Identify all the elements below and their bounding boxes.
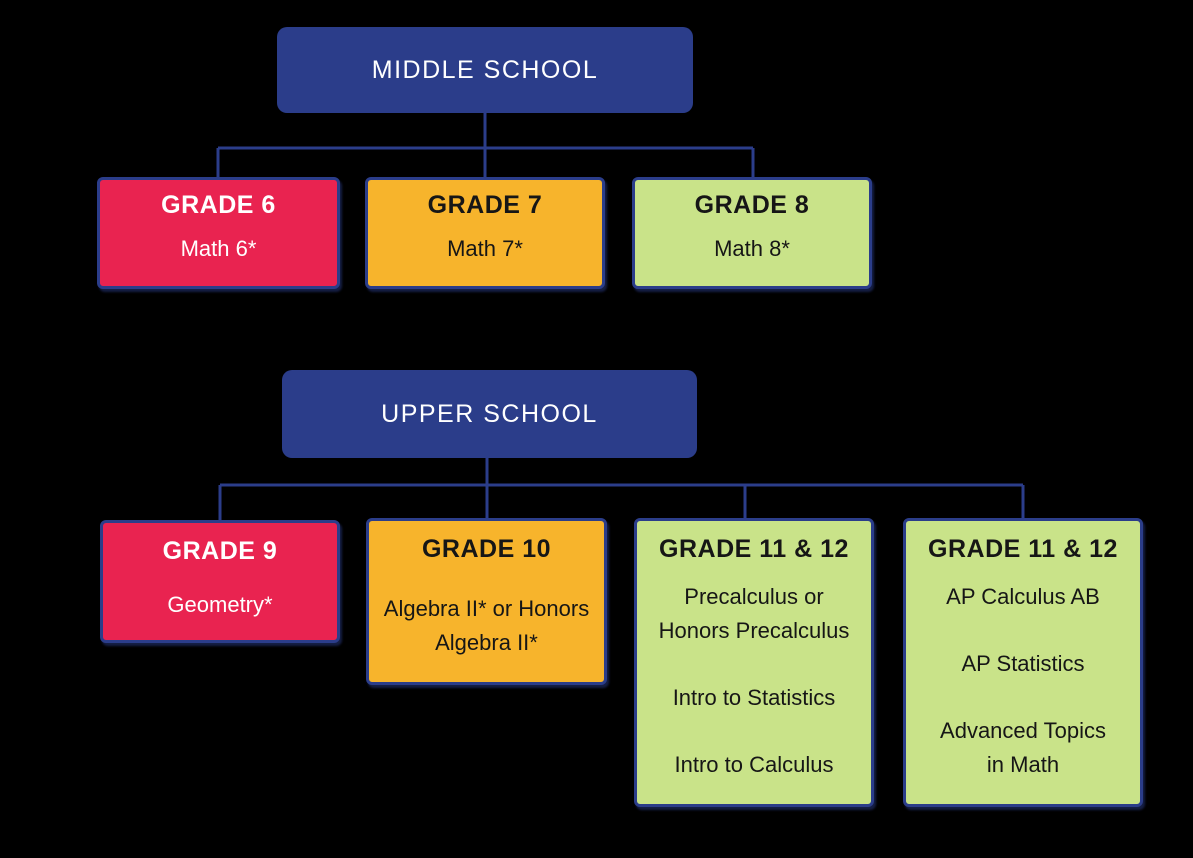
upper-school-header-label: UPPER SCHOOL (381, 399, 598, 428)
grade-11-12-box-b: GRADE 11 & 12 AP Calculus AB AP Statisti… (903, 518, 1143, 807)
course-advanced-topics: Advanced Topics in Math (940, 718, 1106, 777)
grade-7-courses: Math 7* (368, 232, 602, 266)
grade-11-12-a-courses: Precalculus or Honors Precalculus Intro … (637, 580, 871, 782)
course-math-7: Math 7* (447, 236, 523, 261)
grade-8-box: GRADE 8 Math 8* (632, 177, 872, 289)
grade-9-box: GRADE 9 Geometry* (100, 520, 340, 643)
course-math-6: Math 6* (180, 236, 257, 261)
middle-school-header-label: MIDDLE SCHOOL (371, 55, 599, 84)
grade-8-courses: Math 8* (635, 232, 869, 266)
grade-7-title: GRADE 7 (427, 191, 543, 219)
middle-school-header: MIDDLE SCHOOL (277, 27, 693, 113)
grade-6-box: GRADE 6 Math 6* (97, 177, 340, 289)
grade-9-title: GRADE 9 (162, 537, 278, 565)
course-math-8: Math 8* (714, 236, 790, 261)
grade-11-12-b-title: GRADE 11 & 12 (928, 535, 1118, 563)
grade-9-courses: Geometry* (103, 588, 337, 622)
grade-11-12-a-title: GRADE 11 & 12 (659, 535, 849, 563)
grade-7-box: GRADE 7 Math 7* (365, 177, 605, 289)
grade-11-12-b-courses: AP Calculus AB AP Statistics Advanced To… (906, 580, 1140, 782)
course-intro-calculus: Intro to Calculus (674, 752, 834, 777)
course-ap-statistics: AP Statistics (961, 651, 1085, 676)
grade-6-title: GRADE 6 (161, 191, 276, 219)
course-intro-statistics: Intro to Statistics (672, 685, 836, 710)
grade-10-title: GRADE 10 (421, 535, 552, 563)
grade-10-box: GRADE 10 Algebra II* or Honors Algebra I… (366, 518, 607, 685)
course-ap-calculus-ab: AP Calculus AB (946, 584, 1100, 609)
grade-6-courses: Math 6* (100, 232, 337, 266)
grade-11-12-box-a: GRADE 11 & 12 Precalculus or Honors Prec… (634, 518, 874, 807)
upper-school-header: UPPER SCHOOL (282, 370, 697, 458)
grade-8-title: GRADE 8 (694, 191, 810, 219)
course-algebra-2: Algebra II* or Honors Algebra II* (383, 596, 590, 655)
grade-10-courses: Algebra II* or Honors Algebra II* (369, 592, 604, 660)
course-geometry: Geometry* (167, 592, 273, 617)
course-precalculus: Precalculus or Honors Precalculus (658, 584, 850, 643)
